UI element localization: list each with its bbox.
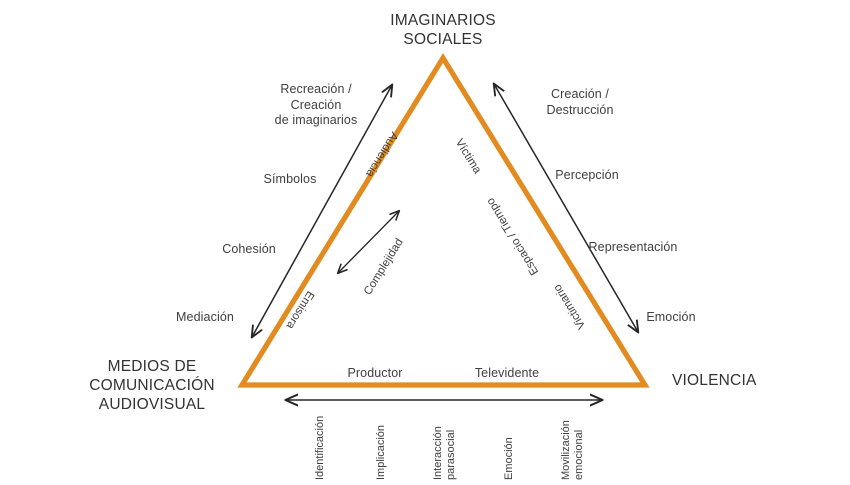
axis-label-interaccion-parasocial: Interacción parasocial — [432, 426, 457, 480]
vertex-label-imaginarios-sociales: IMAGINARIOS SOCIALES — [390, 12, 496, 48]
right-label-creacion-destruccion: Creación / Destrucción — [546, 87, 614, 117]
axis-label-implicacion: Implicación — [375, 424, 387, 480]
axis-label-emocion: Emoción — [503, 437, 515, 480]
right-outer-arrow — [494, 84, 638, 332]
right-label-emocion: Emoción — [646, 310, 696, 324]
vertex-label-medios-comunicacion: MEDIOS DE COMUNICACIÓN AUDIOVISUAL — [89, 358, 215, 413]
bottom-label-productor: Productor — [347, 366, 403, 380]
axis-label-movilizacion-emocional: Movilización emocional — [560, 420, 585, 480]
left-label-mediacion: Mediación — [176, 310, 234, 324]
left-label-recreacion-creacion: Recreación / Creación de imaginarios — [274, 82, 358, 128]
left-label-simbolos: Símbolos — [263, 172, 317, 186]
axis-label-identificacion: Identificación — [314, 415, 326, 480]
vertex-label-violencia: VIOLENCIA — [672, 372, 757, 389]
left-outer-arrow — [252, 85, 392, 337]
right-label-percepcion: Percepción — [555, 168, 619, 182]
bottom-label-televidente: Televidente — [474, 366, 540, 380]
complejidad-arrow — [338, 211, 399, 273]
right-label-representacion: Representación — [588, 240, 678, 254]
left-label-cohesion: Cohesión — [222, 242, 276, 256]
